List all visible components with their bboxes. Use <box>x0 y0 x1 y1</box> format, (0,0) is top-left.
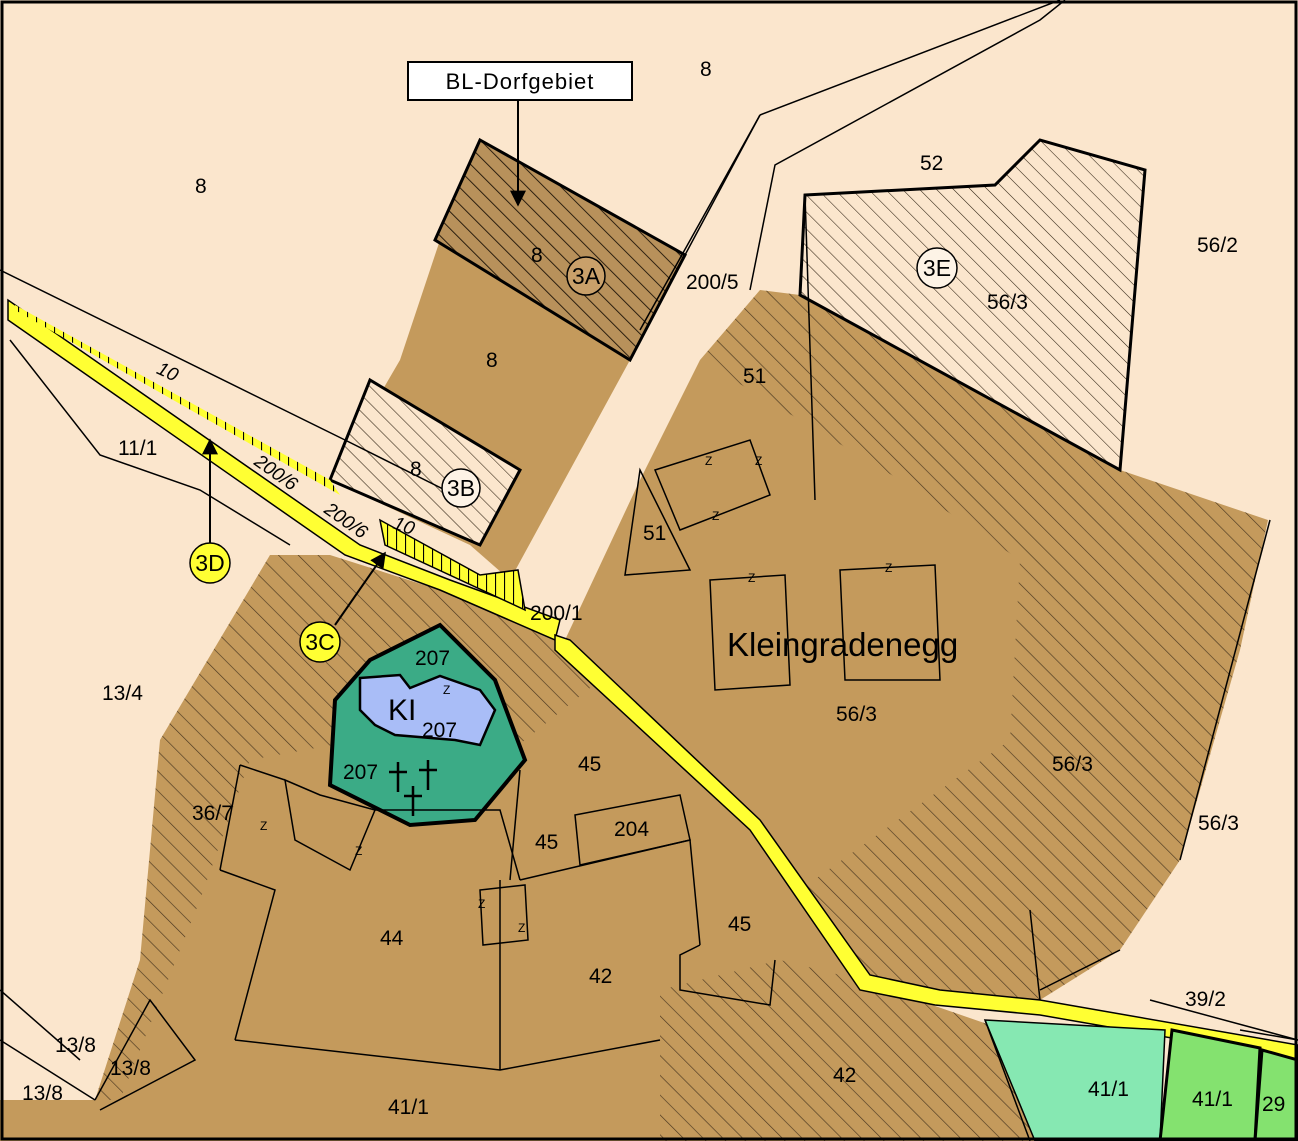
hatched-zone-east <box>700 290 1268 1000</box>
svg-text:56/3: 56/3 <box>1052 753 1093 776</box>
callout-box <box>407 61 633 101</box>
svg-text:44: 44 <box>380 927 404 950</box>
svg-text:51: 51 <box>743 365 766 388</box>
svg-text:13/4: 13/4 <box>102 682 143 705</box>
svg-text:Z: Z <box>355 844 362 858</box>
zone-marker-3d: 3D <box>189 438 231 584</box>
road-200-1 <box>554 633 1298 1061</box>
zone-callout: BL-Dorfgebiet <box>407 61 633 207</box>
cemetery-crosses <box>389 760 437 816</box>
zone-marker-3c: 3C <box>299 551 386 663</box>
svg-text:13/8: 13/8 <box>22 1082 63 1105</box>
svg-text:52: 52 <box>920 152 943 175</box>
church-building <box>358 673 497 747</box>
svg-text:207: 207 <box>415 647 450 670</box>
svg-text:42: 42 <box>589 965 612 988</box>
svg-text:45: 45 <box>728 913 751 936</box>
svg-text:41/1: 41/1 <box>1192 1088 1233 1111</box>
svg-text:51: 51 <box>643 522 666 545</box>
place-name: Kleingradenegg <box>727 626 958 663</box>
cross-icon <box>389 762 407 792</box>
zone-marker-3a: 3A <box>566 256 606 296</box>
svg-text:13/8: 13/8 <box>110 1057 151 1080</box>
svg-text:56/2: 56/2 <box>1197 234 1238 257</box>
svg-text:Z: Z <box>755 454 762 468</box>
svg-text:204: 204 <box>614 818 649 841</box>
svg-text:41/1: 41/1 <box>388 1096 429 1119</box>
meadow-41-1-green <box>1158 1028 1262 1141</box>
meadow-29 <box>1253 1048 1298 1141</box>
svg-text:Z: Z <box>748 571 755 585</box>
svg-text:Z: Z <box>885 561 892 575</box>
svg-text:200/1: 200/1 <box>530 602 583 625</box>
svg-text:8: 8 <box>486 349 498 372</box>
svg-text:Z: Z <box>478 897 485 911</box>
svg-text:56/3: 56/3 <box>1198 812 1239 835</box>
road-hatched-strip-3d <box>15 305 340 495</box>
hatched-zone-south <box>660 960 1035 1141</box>
svg-text:8: 8 <box>531 244 543 267</box>
svg-text:Z: Z <box>518 921 525 935</box>
svg-text:45: 45 <box>535 831 558 854</box>
svg-text:Z: Z <box>260 819 267 833</box>
building-marks: Z Z Z Z Z Z Z Z Z Z <box>260 454 892 935</box>
svg-text:45: 45 <box>578 753 601 776</box>
svg-text:Z: Z <box>705 454 712 468</box>
svg-text:29: 29 <box>1262 1093 1285 1116</box>
svg-text:Z: Z <box>712 509 719 523</box>
svg-text:3B: 3B <box>447 475 475 501</box>
callout-label: BL-Dorfgebiet <box>446 69 595 94</box>
svg-text:11/1: 11/1 <box>118 437 157 460</box>
svg-text:56/3: 56/3 <box>987 291 1028 314</box>
zone-marker-3b: 3B <box>441 468 481 508</box>
svg-text:3C: 3C <box>305 629 334 655</box>
svg-text:36/7: 36/7 <box>192 802 233 825</box>
svg-text:41/1: 41/1 <box>1088 1078 1129 1101</box>
svg-text:8: 8 <box>195 175 207 198</box>
cross-icon <box>419 760 437 790</box>
svg-text:42: 42 <box>833 1064 856 1087</box>
svg-text:8: 8 <box>410 458 422 481</box>
svg-text:200/5: 200/5 <box>686 271 739 294</box>
svg-text:39/2: 39/2 <box>1185 988 1226 1011</box>
svg-text:207: 207 <box>343 761 378 784</box>
svg-text:Z: Z <box>443 683 450 697</box>
svg-text:3E: 3E <box>923 255 951 281</box>
svg-text:3D: 3D <box>195 550 224 576</box>
svg-text:13/8: 13/8 <box>55 1034 96 1057</box>
church-label: KI <box>388 694 416 727</box>
zone-3a <box>433 137 688 363</box>
svg-text:56/3: 56/3 <box>836 703 877 726</box>
svg-text:8: 8 <box>700 58 712 81</box>
svg-text:207: 207 <box>422 719 457 742</box>
zone-marker-3e: 3E <box>916 247 958 289</box>
cross-icon <box>404 786 422 816</box>
zone-3e <box>798 138 1147 473</box>
road-hatched-strip-3c <box>378 518 526 612</box>
meadow-41-1-light <box>983 1019 1166 1141</box>
svg-text:3A: 3A <box>572 263 601 289</box>
